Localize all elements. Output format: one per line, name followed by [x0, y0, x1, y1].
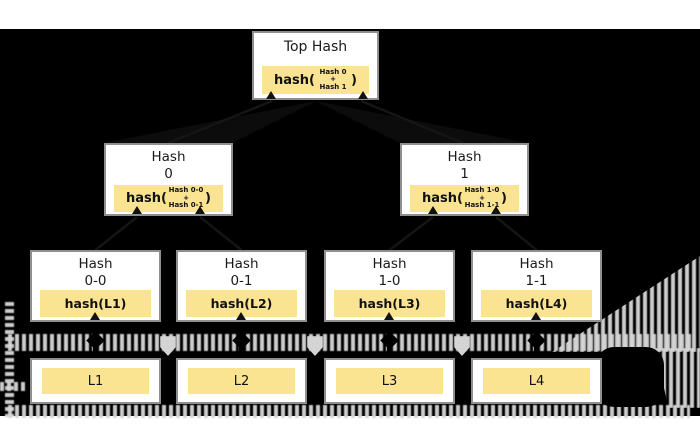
node-hash-0: Hash 0 hash( Hash 0-0 + Hash 0-1 ) — [104, 143, 233, 216]
title-line2: 1 — [460, 166, 469, 182]
data-blocks-label-line1: Data — [610, 359, 650, 377]
formula-operands: Hash 0-0 + Hash 0-1 — [169, 187, 204, 210]
arrow-tip — [236, 312, 246, 320]
arrow-tip — [266, 91, 276, 99]
dashed-stub-left — [0, 382, 28, 391]
data-blocks-label-line2: blocks — [603, 376, 657, 394]
dash-bump — [454, 336, 470, 356]
operand-bottom: Hash 0-1 — [168, 201, 204, 210]
title-line1: Hash — [151, 149, 186, 165]
data-block-label: L3 — [336, 368, 443, 394]
formula-open: hash( — [126, 191, 167, 206]
arrow-tip — [491, 206, 501, 214]
title-line1: Hash — [519, 256, 554, 272]
node-top-hash: Top Hash hash( Hash 0 + Hash 1 ) — [252, 31, 379, 100]
dashed-border-bottom — [8, 405, 690, 418]
operand-top: Hash 0 — [319, 67, 347, 76]
title-line1: Hash — [224, 256, 259, 272]
data-block-l4: L4 — [471, 358, 602, 404]
hash-formula: hash( Hash 0 + Hash 1 ) — [262, 66, 369, 94]
formula-close: ) — [205, 191, 211, 206]
operator-plus: + — [183, 193, 189, 202]
node-title: Hash 0-0 — [32, 256, 159, 290]
title-line2: 1-1 — [525, 273, 548, 289]
title-line2: 0-0 — [84, 273, 107, 289]
arrow-tip — [428, 206, 438, 214]
node-title: Hash 1 — [402, 149, 527, 183]
formula-operands: Hash 1-0 + Hash 1-1 — [465, 187, 500, 210]
title-line1: Hash — [78, 256, 113, 272]
data-block-label: L1 — [42, 368, 149, 394]
formula-operands: Hash 0 + Hash 1 — [319, 67, 347, 92]
dash-bump — [307, 336, 323, 356]
node-hash-0-1: Hash 0-1 hash(L2) — [176, 250, 307, 322]
arrow-tip — [90, 312, 100, 320]
node-hash-1-1: Hash 1-1 hash(L4) — [471, 250, 602, 322]
node-title: Hash 0-1 — [178, 256, 305, 290]
arrow-tip — [358, 91, 368, 99]
operator-plus: + — [330, 75, 336, 84]
title-line2: 0 — [164, 166, 173, 182]
node-title: Hash 1-0 — [326, 256, 453, 290]
hash-formula: hash( Hash 0-0 + Hash 0-1 ) — [114, 185, 223, 212]
node-title: Top Hash — [283, 39, 348, 55]
arrow-tip — [531, 312, 541, 320]
hash-formula: hash(L3) — [334, 290, 445, 317]
arrow-tip — [384, 312, 394, 320]
data-block-label: L2 — [188, 368, 295, 394]
node-title: Hash 1-1 — [473, 256, 600, 290]
formula-close: ) — [501, 191, 507, 206]
formula-open: hash( — [274, 72, 315, 88]
dash-bump — [160, 336, 176, 356]
operand-bottom: Hash 1 — [319, 82, 347, 91]
operand-top: Hash 1-0 — [464, 186, 500, 195]
operand-top: Hash 0-0 — [168, 186, 204, 195]
hash-formula: hash( Hash 1-0 + Hash 1-1 ) — [410, 185, 519, 212]
title-line2: 1-0 — [378, 273, 401, 289]
data-block-l2: L2 — [176, 358, 307, 404]
operand-bottom: Hash 1-1 — [464, 201, 500, 210]
formula-open: hash( — [422, 191, 463, 206]
formula-close: ) — [351, 72, 357, 88]
operator-plus: + — [479, 193, 485, 202]
dashed-border-left — [5, 302, 14, 417]
arrow-tip — [132, 206, 142, 214]
data-block-l1: L1 — [30, 358, 161, 404]
arrow-tip — [195, 206, 205, 214]
node-hash-1: Hash 1 hash( Hash 1-0 + Hash 1-1 ) — [400, 143, 529, 216]
title-line2: 0-1 — [230, 273, 253, 289]
node-hash-1-0: Hash 1-0 hash(L3) — [324, 250, 455, 322]
title-line1: Hash — [372, 256, 407, 272]
data-blocks-label: Data blocks — [596, 347, 664, 407]
data-block-label: L4 — [483, 368, 590, 394]
data-block-l3: L3 — [324, 358, 455, 404]
node-title: Hash 0 — [106, 149, 231, 183]
dashed-border-top — [8, 334, 692, 351]
title-line1: Hash — [447, 149, 482, 165]
